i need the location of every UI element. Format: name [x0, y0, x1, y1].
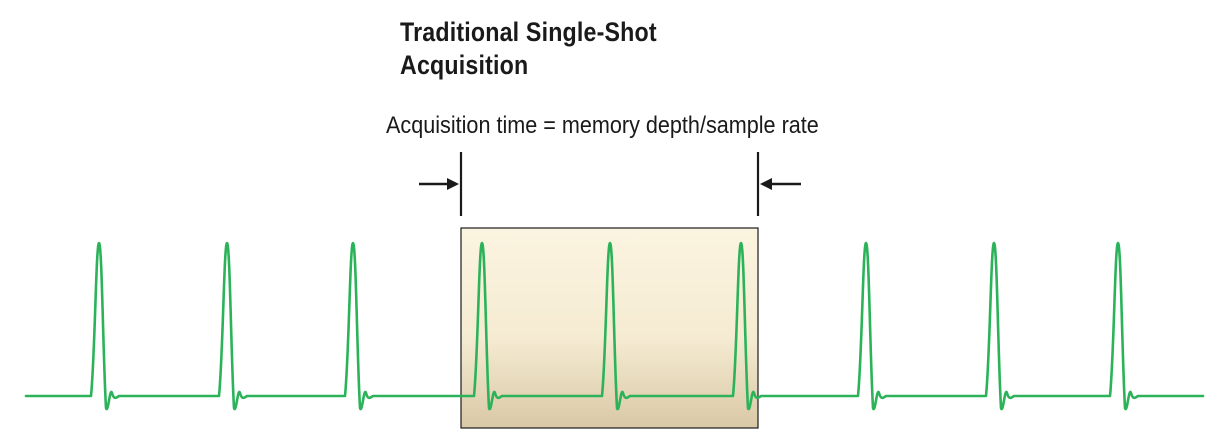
acquisition-window	[460, 227, 759, 429]
left-arrow-icon	[419, 178, 459, 190]
diagram-title: Traditional Single-Shot Acquisition	[400, 16, 657, 82]
right-arrow-icon	[760, 178, 801, 190]
title-line-1: Traditional Single-Shot	[400, 17, 657, 47]
title-line-2: Acquisition	[400, 50, 529, 80]
acquisition-time-label: Acquisition time = memory depth/sample r…	[386, 112, 819, 139]
signal-waveform	[24, 241, 1205, 411]
